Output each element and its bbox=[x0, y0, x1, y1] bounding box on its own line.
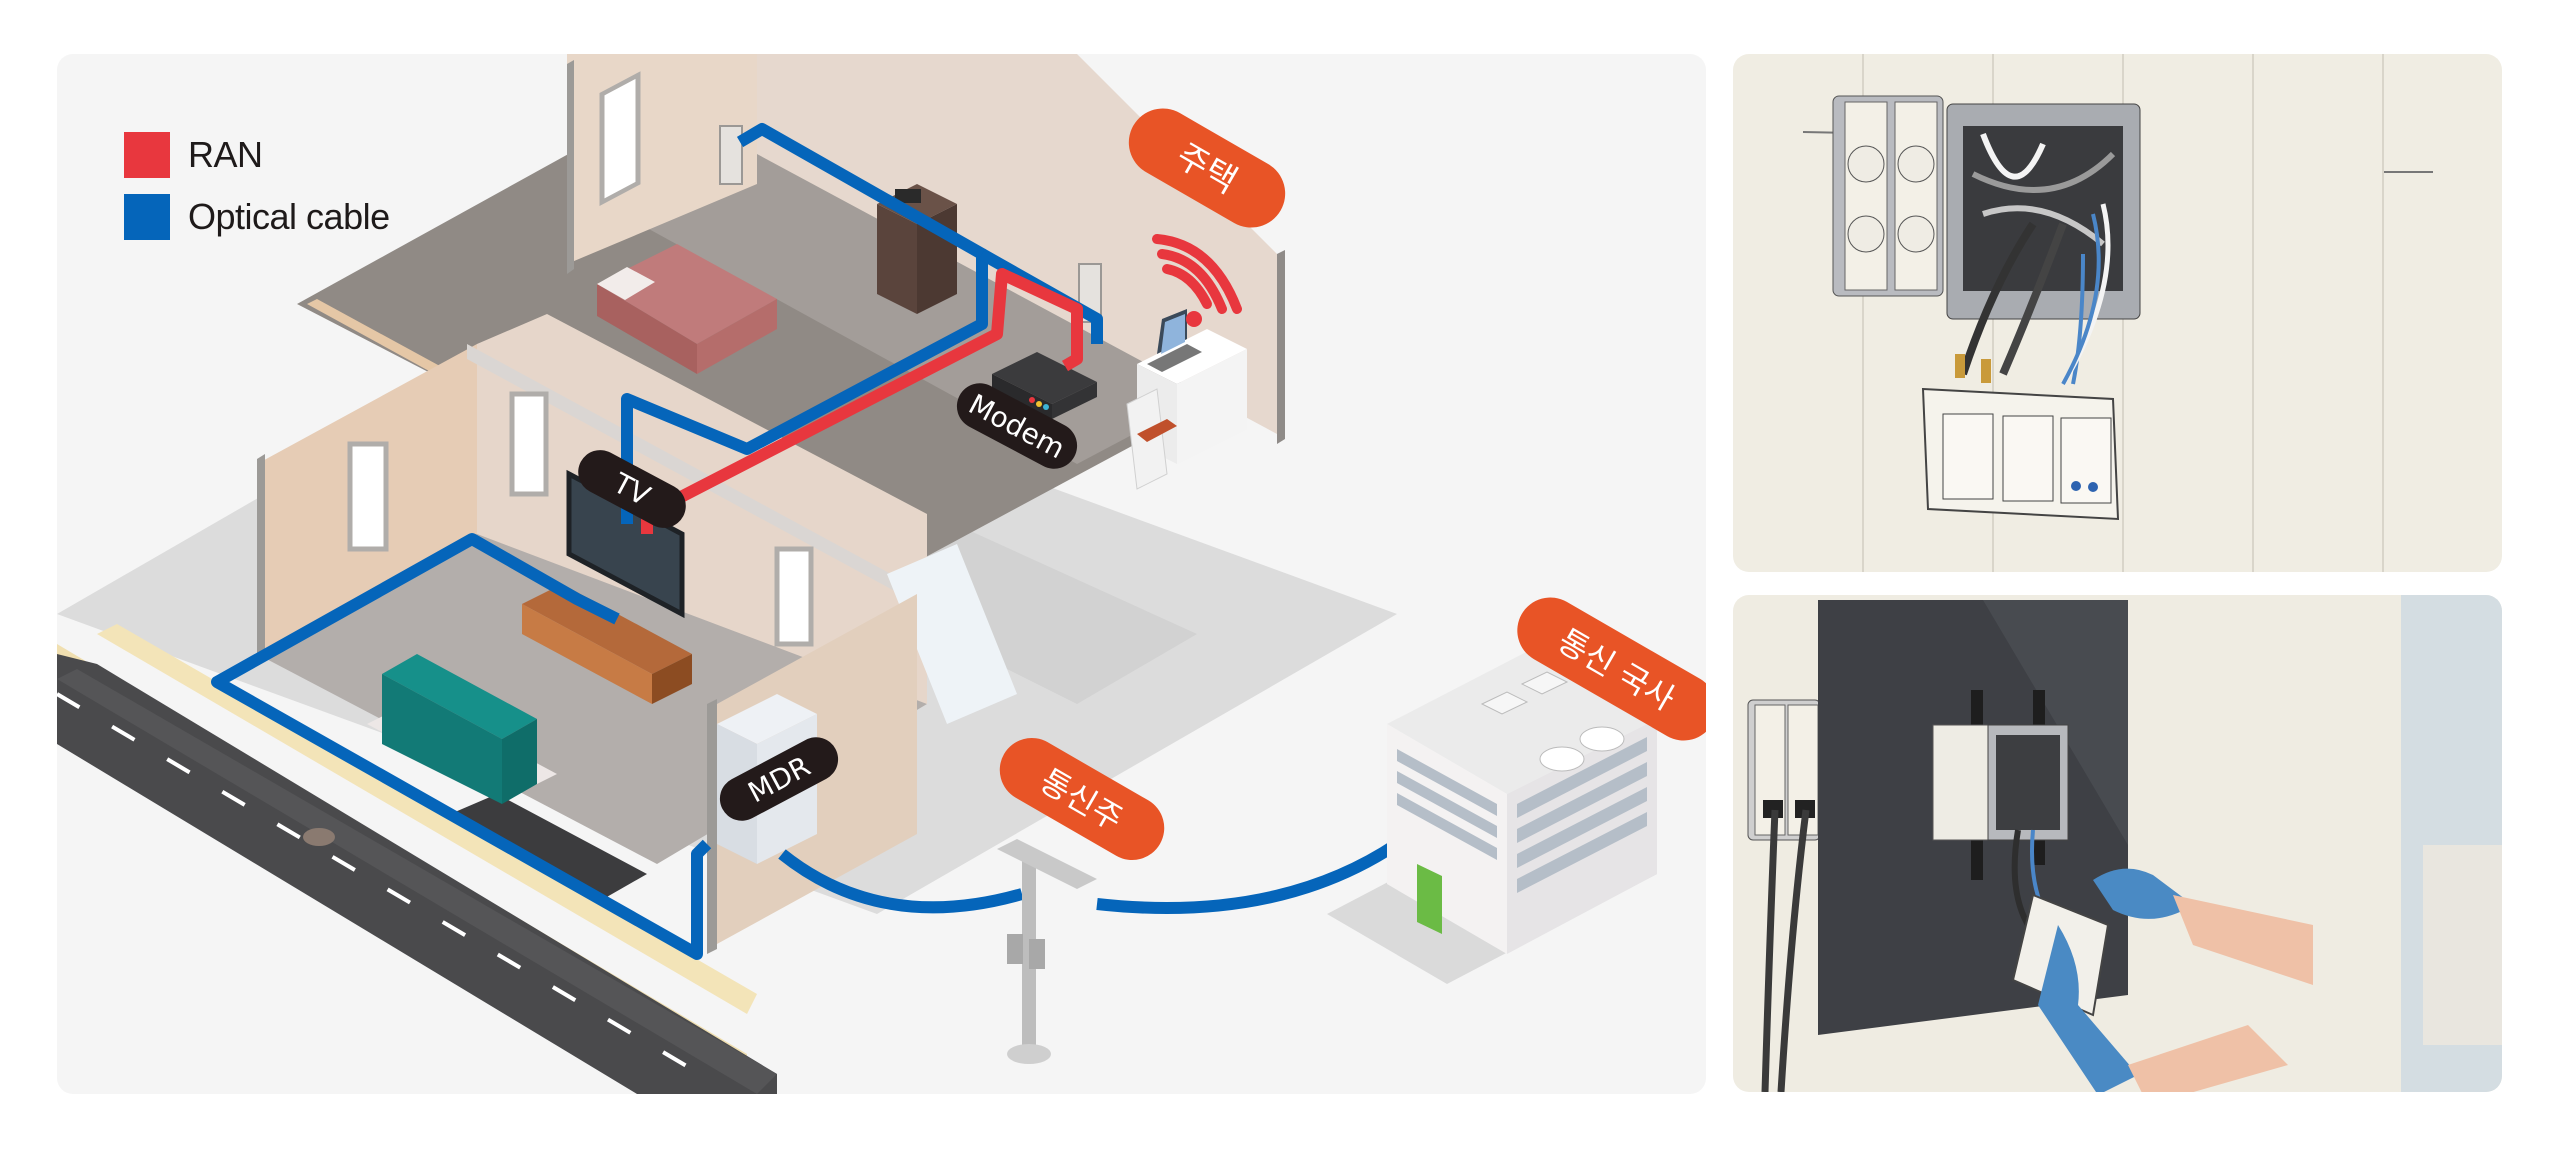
wifi-icon bbox=[1152, 234, 1242, 327]
legend-item-ran: RAN bbox=[124, 124, 390, 186]
optical-outlet-module bbox=[1921, 387, 2120, 521]
utility-pole bbox=[997, 839, 1097, 1064]
tv-label: TV bbox=[578, 450, 686, 528]
optical-cable-route bbox=[211, 123, 1401, 960]
tv-installation-drawing bbox=[1747, 595, 2502, 1092]
isometric-network-diagram: 주택 Modem TV MDR 통신주 통신 국사 bbox=[57, 54, 1706, 1094]
wall-power-outlet bbox=[1747, 699, 1821, 841]
outlet-box-drawing bbox=[1802, 54, 2433, 572]
optical-swatch bbox=[124, 194, 170, 240]
outlet-box-illustration bbox=[1733, 54, 2502, 572]
central-office-building bbox=[1327, 649, 1657, 984]
road bbox=[57, 624, 777, 1094]
gloved-hands bbox=[2038, 868, 2313, 1092]
legend-label-ran: RAN bbox=[188, 134, 263, 175]
sofa bbox=[367, 654, 557, 804]
junction-box bbox=[1946, 103, 2141, 320]
network-diagram-panel: 주택 Modem TV MDR 통신주 통신 국사 RAN bbox=[57, 54, 1706, 1094]
legend-item-optical: Optical cable bbox=[124, 186, 390, 248]
tv-installation-illustration bbox=[1733, 595, 2502, 1092]
ran-swatch bbox=[124, 132, 170, 178]
legend-label-optical: Optical cable bbox=[188, 196, 390, 237]
house-label: 주택 bbox=[1128, 108, 1286, 228]
power-socket-frame bbox=[1832, 95, 1944, 297]
legend: RAN Optical cable bbox=[124, 124, 390, 248]
